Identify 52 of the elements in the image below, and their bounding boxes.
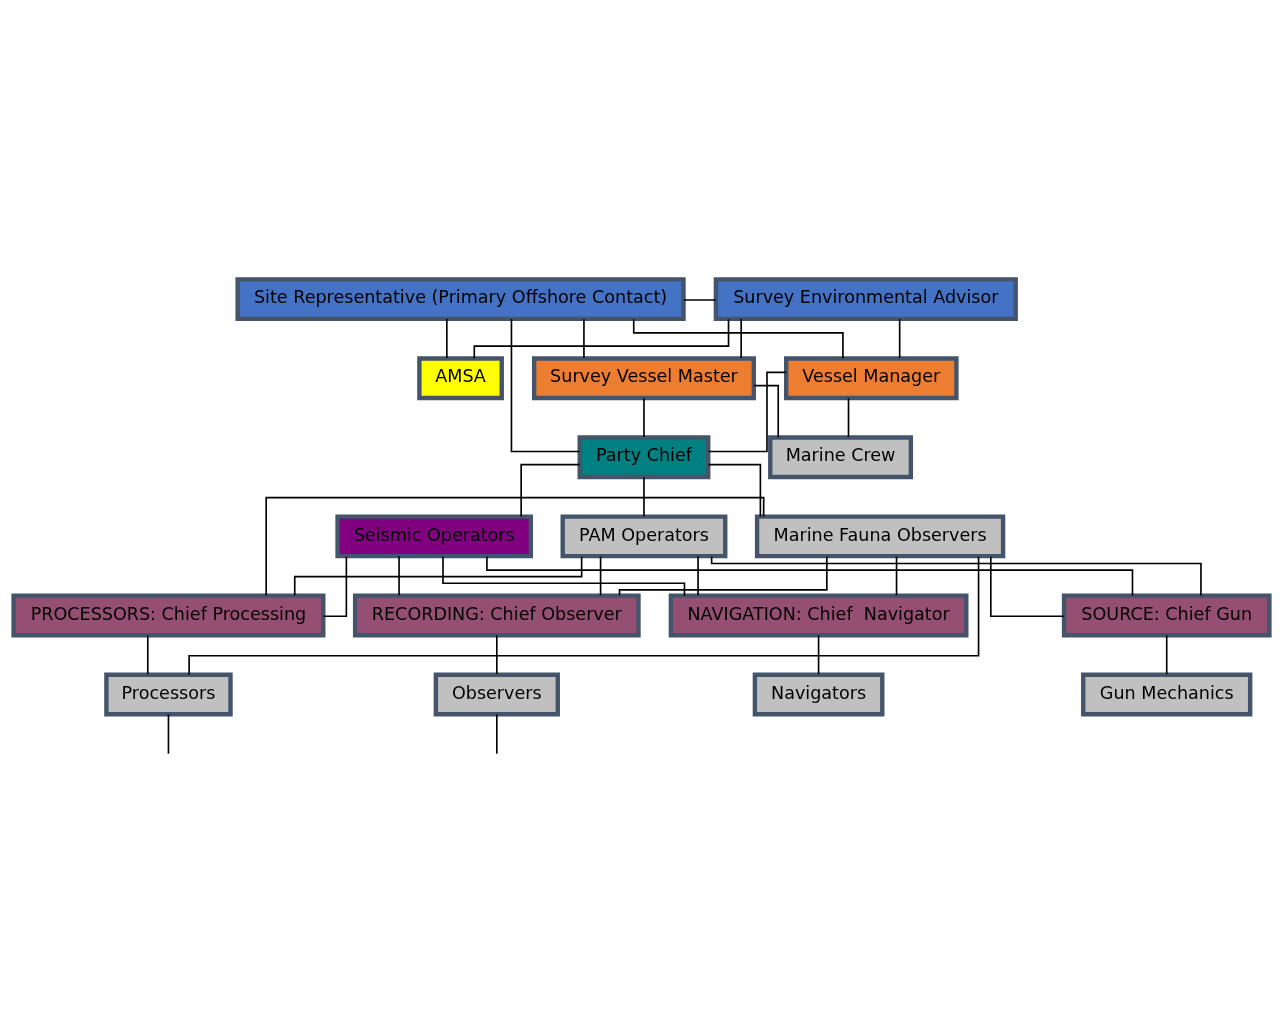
connector — [496, 634, 498, 676]
connector — [697, 555, 699, 597]
connector — [446, 318, 448, 359]
node-box: SOURCE: Chief Gun — [1061, 593, 1272, 638]
node-box: Marine Fauna Observers — [754, 514, 1006, 559]
connector — [322, 555, 348, 618]
node-box: Gun Mechanics — [1081, 672, 1253, 717]
connector — [643, 476, 645, 517]
node-box: AMSA — [417, 356, 504, 401]
node-box: Vessel Manager — [784, 356, 959, 401]
node-box: Processors — [104, 672, 233, 717]
connector — [643, 397, 645, 438]
connector — [486, 555, 1134, 597]
node-box: Survey Environmental Advisor — [713, 277, 1018, 322]
connector — [496, 713, 498, 755]
node-box: RECORDING: Chief Observer — [352, 593, 641, 638]
connector — [817, 634, 820, 676]
node-box: Observers — [433, 672, 560, 717]
node-box: Site Representative (Primary Offshore Contact) — [235, 277, 686, 322]
connector — [167, 713, 170, 755]
connector — [398, 555, 400, 597]
connector — [473, 318, 730, 360]
connector — [265, 496, 765, 597]
node-box: NAVIGATION: Chief Navigator — [668, 593, 969, 638]
connector — [990, 555, 1065, 618]
connector — [710, 555, 1202, 597]
connector — [707, 463, 762, 518]
connector — [510, 318, 581, 453]
node-box: Navigators — [752, 672, 885, 717]
node-box: Party Chief — [577, 435, 711, 480]
connector — [707, 371, 787, 453]
node-box: PAM Operators — [560, 514, 728, 559]
connector — [146, 634, 149, 676]
connector — [895, 555, 898, 597]
node-box: Survey Vessel Master — [531, 356, 756, 401]
connector — [898, 318, 901, 359]
connector — [753, 384, 780, 439]
connector — [583, 318, 585, 359]
connector — [682, 299, 717, 301]
connector — [618, 555, 828, 597]
connector — [188, 555, 980, 676]
connector — [1165, 634, 1168, 676]
node-box: Seismic Operators — [335, 514, 534, 559]
connector — [293, 555, 583, 597]
node-box: PROCESSORS: Chief Processing — [11, 593, 326, 638]
connector — [847, 397, 850, 438]
connector — [740, 318, 742, 359]
connector — [632, 318, 844, 360]
connector — [599, 555, 602, 597]
node-box: Marine Crew — [768, 435, 914, 480]
connector — [442, 555, 686, 597]
connector — [520, 463, 581, 518]
